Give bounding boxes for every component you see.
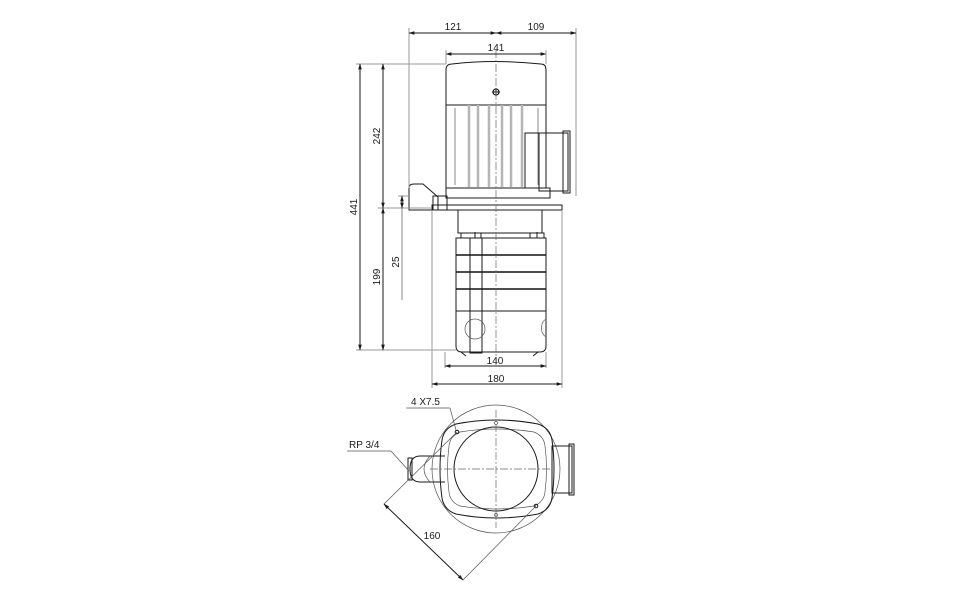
callout-mounting-holes: 4 X7.5	[406, 397, 457, 431]
dim-total-height: 441	[349, 63, 362, 351]
dim-label-140: 140	[487, 356, 504, 367]
dim-bolt-circle: 160	[383, 431, 537, 581]
motor	[445, 61, 571, 199]
dim-label-121: 121	[445, 22, 462, 33]
mounting-plate	[431, 204, 563, 211]
dim-label-141: 141	[488, 43, 505, 54]
top-view: 4 X7.5 RP 3/4 160	[347, 397, 575, 581]
dim-label-199: 199	[372, 268, 383, 285]
dim-width-top: 121 109	[408, 22, 577, 35]
dim-flange-offset: 25	[391, 195, 404, 300]
flange-bracket	[408, 183, 448, 211]
pump-housing	[455, 209, 547, 357]
dim-label-109: 109	[528, 22, 545, 33]
dim-label-rp-3-4: RP 3/4	[349, 440, 380, 451]
dim-label-4x7-5: 4 X7.5	[411, 397, 440, 408]
dim-flange-width: 180	[431, 374, 563, 386]
dim-label-25: 25	[391, 256, 402, 268]
dim-label-441: 441	[349, 198, 360, 215]
dim-label-180: 180	[488, 374, 505, 385]
dim-motor-width: 141	[445, 43, 547, 64]
dim-pump-width: 140	[444, 356, 547, 368]
callout-pipe-thread: RP 3/4	[347, 440, 410, 472]
dim-label-160: 160	[424, 531, 441, 542]
dim-label-242: 242	[372, 127, 383, 144]
side-view: 121 109 141 441 242 199 25	[349, 22, 577, 388]
dim-motor-height: 242 199	[372, 63, 385, 351]
